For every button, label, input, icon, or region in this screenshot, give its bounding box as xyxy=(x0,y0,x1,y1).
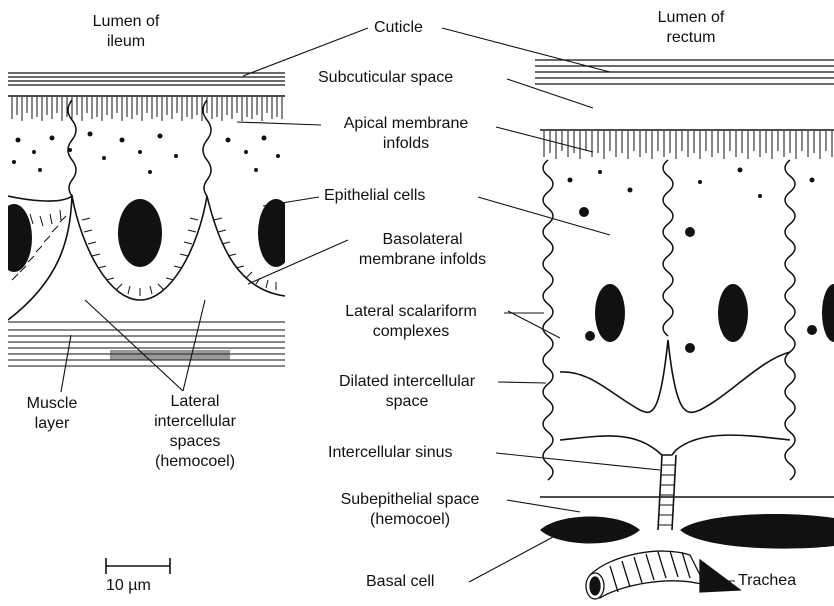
rectum-lateral-membrane xyxy=(543,160,553,480)
rectum-panel xyxy=(535,60,834,599)
rectum-intercellular-sinus xyxy=(658,455,676,530)
label-scale-bar: 10 µm xyxy=(106,576,151,596)
label-line: rectum xyxy=(636,28,746,48)
label-line: spaces xyxy=(130,432,260,452)
label-dilated-intercellular-space: Dilated intercellular space xyxy=(316,372,498,412)
label-line: Subepithelial space xyxy=(314,490,506,510)
rectum-apical-infolds xyxy=(544,131,832,159)
rectum-dilated-intercellular-space xyxy=(560,340,790,455)
label-trachea: Trachea xyxy=(738,571,796,591)
label-line: intercellular xyxy=(130,412,260,432)
label-lateral-scalariform-complexes: Lateral scalariform complexes xyxy=(318,302,504,342)
label-lateral-intercellular-spaces: Lateral intercellular spaces (hemocoel) xyxy=(130,392,260,472)
label-line: ileum xyxy=(76,32,176,52)
label-lumen-ileum: Lumen of ileum xyxy=(76,12,176,52)
label-line: Muscle xyxy=(12,394,92,414)
label-cuticle: Cuticle xyxy=(374,18,423,38)
label-muscle-layer: Muscle layer xyxy=(12,394,92,434)
label-subcuticular-space: Subcuticular space xyxy=(318,68,453,88)
label-epithelial-cells: Epithelial cells xyxy=(324,186,425,206)
rectum-lateral-membrane xyxy=(785,160,795,480)
label-line: Lateral xyxy=(130,392,260,412)
label-line: Lumen of xyxy=(76,12,176,32)
label-intercellular-sinus: Intercellular sinus xyxy=(328,443,453,463)
rectum-trachea xyxy=(586,551,740,599)
label-line: Dilated intercellular xyxy=(316,372,498,392)
label-basal-cell: Basal cell xyxy=(366,572,434,592)
label-basolateral-membrane-infolds: Basolateral membrane infolds xyxy=(340,230,505,270)
ileum-panel xyxy=(0,73,294,366)
ileum-granules xyxy=(12,132,280,175)
label-apical-membrane-infolds: Apical membrane infolds xyxy=(318,114,494,154)
rectum-nuclei xyxy=(595,284,834,342)
label-line: Lateral scalariform xyxy=(318,302,504,322)
label-subepithelial-space: Subepithelial space (hemocoel) xyxy=(314,490,506,530)
ileum-lateral-membrane xyxy=(203,100,211,196)
label-line: membrane infolds xyxy=(340,250,505,270)
label-line: complexes xyxy=(318,322,504,342)
ileum-cuticle xyxy=(8,73,285,85)
label-lumen-rectum: Lumen of rectum xyxy=(636,8,746,48)
rectum-lateral-membrane xyxy=(663,160,673,336)
rectum-basal-cells xyxy=(540,514,834,549)
scale-bar xyxy=(106,558,170,574)
label-line: (hemocoel) xyxy=(130,452,260,472)
label-line: Apical membrane xyxy=(318,114,494,134)
label-line: Lumen of xyxy=(636,8,746,28)
label-line: Basolateral xyxy=(340,230,505,250)
label-line: layer xyxy=(12,414,92,434)
ileum-nuclei xyxy=(0,199,294,272)
label-line: infolds xyxy=(318,134,494,154)
label-line: (hemocoel) xyxy=(314,510,506,530)
label-line: space xyxy=(316,392,498,412)
ileum-apical-infolds xyxy=(12,97,282,121)
